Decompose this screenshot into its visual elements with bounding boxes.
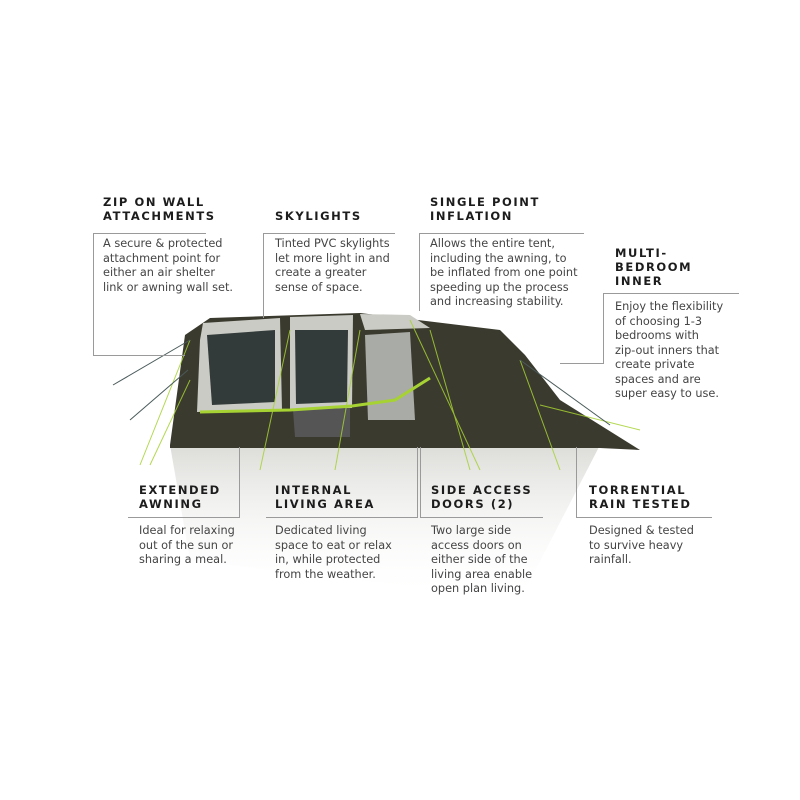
extended-awning-text: Ideal for relaxing out of the sun or sha…: [139, 524, 235, 566]
leader-line: [93, 355, 185, 356]
leader-line: [93, 233, 206, 234]
leader-line: [576, 517, 712, 518]
multi-bedroom-title: MULTI- BEDROOM INNER: [615, 246, 693, 288]
roof-panel-3: [360, 314, 430, 330]
lower-panel: [293, 408, 350, 437]
leader-line: [419, 233, 420, 311]
leader-line: [417, 447, 418, 518]
leader-line: [266, 517, 418, 518]
guy-lines: [139, 319, 641, 471]
side-door: [365, 332, 415, 420]
multi-bedroom-text: Enjoy the flexibility of choosing 1-3 be…: [615, 300, 724, 400]
leader-line: [263, 233, 395, 234]
side-access-text: Two large side access doors on either si…: [431, 524, 533, 595]
leader-line: [263, 233, 264, 318]
accent-stripe: [199, 376, 431, 414]
skylights-text: Tinted PVC skylights let more light in a…: [275, 237, 390, 294]
leader-line: [560, 363, 604, 364]
internal-living-title: INTERNAL LIVING AREA: [275, 483, 375, 511]
side-access-title: SIDE ACCESS DOORS (2): [431, 483, 533, 511]
leader-line: [603, 293, 604, 363]
zip-on-wall-text: A secure & protected attachment point fo…: [103, 237, 233, 294]
zip-on-wall-title: ZIP ON WALL ATTACHMENTS: [103, 195, 216, 223]
leader-line: [420, 517, 543, 518]
extended-awning-title: EXTENDED AWNING: [139, 483, 221, 511]
torrential-rain-text: Designed & tested to survive heavy rainf…: [589, 524, 694, 566]
leader-line: [128, 517, 239, 518]
leader-line: [239, 447, 240, 518]
leader-line: [603, 293, 739, 294]
single-point-inflation-text: Allows the entire tent, including the aw…: [430, 237, 578, 308]
dark-guy-lines: [112, 339, 611, 426]
skylights-title: SKYLIGHTS: [275, 209, 362, 223]
tent-reflection: [170, 445, 600, 600]
leader-line: [576, 447, 577, 518]
leader-line: [93, 233, 94, 355]
torrential-rain-title: TORRENTIAL RAIN TESTED: [589, 483, 692, 511]
window-1: [207, 330, 275, 405]
leader-line: [419, 233, 584, 234]
leader-line: [420, 447, 421, 518]
single-point-inflation-title: SINGLE POINT INFLATION: [430, 195, 540, 223]
window-2: [295, 330, 348, 404]
internal-living-text: Dedicated living space to eat or relax i…: [275, 524, 392, 581]
